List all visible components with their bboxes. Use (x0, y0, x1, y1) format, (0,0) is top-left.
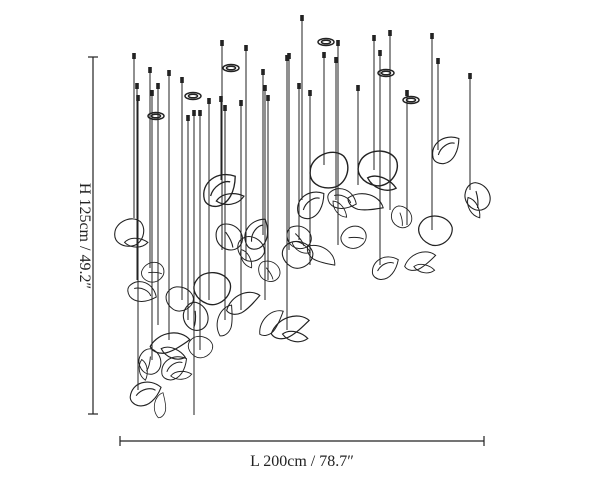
petal-pendant-icon (244, 69, 269, 250)
petal-pendant-icon (156, 83, 193, 381)
ceiling-canopy-inner-icon (405, 97, 417, 103)
ceiling-canopy-inner-icon (150, 113, 162, 119)
ceiling-canopy-icon (222, 63, 240, 73)
ceiling-canopy-inner-icon (380, 70, 392, 76)
petal-pendant-icon (258, 95, 281, 282)
ceiling-canopy-icon (377, 68, 395, 78)
petal-pendant-icon (432, 58, 460, 165)
petal-pendant-icon (129, 95, 162, 407)
petal-pendant-icon (114, 53, 149, 248)
length-dimension-line-icon (119, 436, 485, 446)
petal-pendant-icon (388, 30, 413, 229)
pendant-group (114, 15, 491, 419)
petal-pendant-icon (281, 53, 314, 269)
petal-pendant-icon (327, 57, 357, 218)
petal-pendant-icon (182, 115, 209, 331)
ceiling-canopy-icon (317, 37, 335, 47)
petal-pendant-icon (357, 35, 399, 191)
petal-pendant-icon (127, 83, 157, 302)
petal-pendant-icon (138, 90, 162, 381)
ceiling-canopy-inner-icon (187, 93, 199, 99)
petal-pendant-icon (336, 40, 367, 249)
petal-pendant-icon (165, 77, 194, 312)
petal-pendant-icon (237, 45, 265, 269)
petal-pendant-icon (141, 67, 165, 283)
petal-pendant-icon (149, 70, 191, 360)
petal-pendant-icon (187, 110, 214, 359)
ceiling-canopy-inner-icon (225, 65, 237, 71)
ceiling-canopy-icon (147, 111, 165, 121)
petal-pendant-icon (309, 52, 349, 189)
ceiling-canopy-inner-icon (320, 39, 332, 45)
petal-pendant-icon (193, 98, 232, 306)
petal-pendant-icon (216, 105, 233, 337)
ceiling-canopies (147, 37, 420, 121)
length-label: L 200cm / 78.7″ (250, 453, 354, 470)
ceiling-canopy-icon (184, 91, 202, 101)
height-label: H 125cm / 49.2″ (76, 183, 93, 289)
petal-pendant-icon (371, 50, 399, 281)
height-dimension-line-icon (88, 56, 98, 415)
petal-pendant-icon (259, 85, 284, 337)
petal-pendant-icon (306, 90, 336, 266)
ceiling-canopy-icon (402, 95, 420, 105)
petal-pendant-icon (404, 90, 437, 274)
petal-pendant-icon (464, 73, 491, 219)
petal-pendant-icon (226, 100, 261, 315)
petal-pendant-icon (153, 110, 196, 419)
petal-pendant-icon (286, 83, 312, 254)
petal-pendant-icon (418, 33, 453, 246)
petal-pendant-icon (270, 55, 311, 343)
petal-pendant-icon (215, 40, 243, 251)
